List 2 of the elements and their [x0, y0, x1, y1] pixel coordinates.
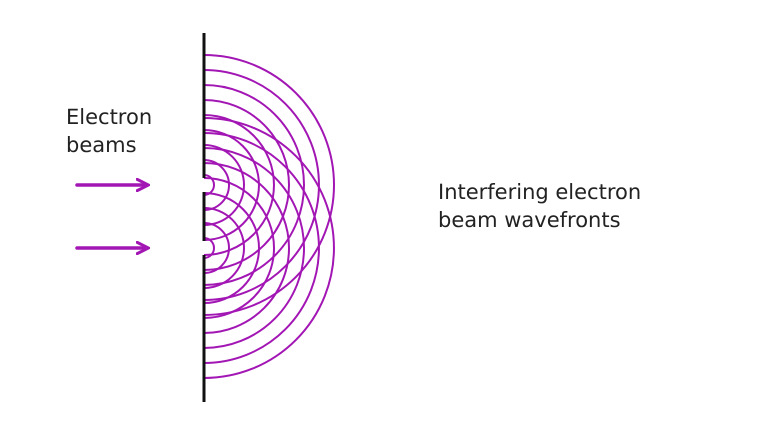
caption-text: Electron beams	[66, 104, 154, 159]
caption-text: Interfering electron beam wavefronts	[438, 179, 642, 234]
